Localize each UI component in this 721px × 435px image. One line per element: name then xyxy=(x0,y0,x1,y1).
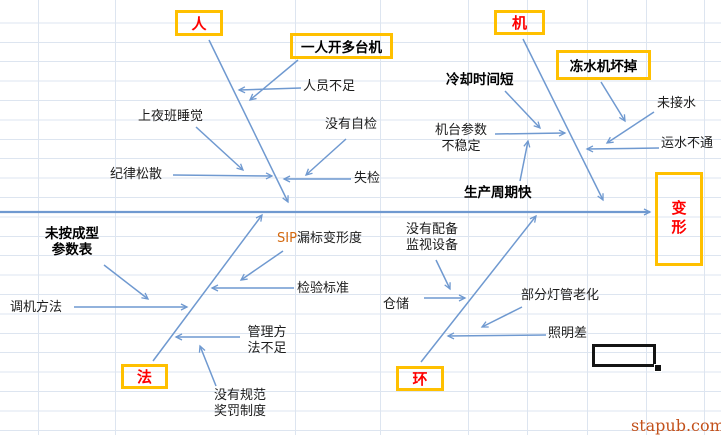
cause-understaffed: 人员不足 xyxy=(303,79,356,94)
cause-sip-mislabel: SIP漏标变形度 xyxy=(277,231,362,247)
gridline-vertical xyxy=(587,0,588,435)
cause-missed-inspection: 失检 xyxy=(354,171,381,186)
cause-no-self-check: 没有自检 xyxy=(325,117,378,132)
cause-not-follow-molding-params: 未按成型 参数表 xyxy=(45,226,99,258)
arrow-unstable-machine-params xyxy=(494,129,567,137)
cause-unstable-machine-params: 机台参数 不稳定 xyxy=(434,123,487,154)
cause-poor-lighting: 照明差 xyxy=(548,326,588,341)
arrow-water-line-blocked xyxy=(585,145,660,153)
gridline-vertical xyxy=(468,0,469,435)
gridline-vertical xyxy=(115,0,116,435)
sip-rest: 漏标变形度 xyxy=(296,231,362,246)
cause-inspection-standard: 检验标准 xyxy=(297,281,350,296)
category-box-person: 人 xyxy=(175,10,223,36)
arrow-one-person-many-machines xyxy=(248,59,299,101)
cause-no-reward-penalty-rules: 没有规范 奖罚制度 xyxy=(213,388,266,419)
arrow-night-shift-sleep xyxy=(195,126,245,171)
category-label-method: 法 xyxy=(136,368,152,386)
category-box-environment: 环 xyxy=(396,366,444,391)
arrow-short-cooling-time xyxy=(504,90,541,130)
cause-no-monitoring-equipment: 没有配备 监视设备 xyxy=(405,222,458,253)
gridline-vertical xyxy=(38,0,39,435)
arrow-not-follow-molding-params xyxy=(103,264,150,300)
gridline-vertical xyxy=(527,0,528,435)
cause-fast-production-cycle: 生产周期快 xyxy=(464,185,532,201)
arrow-poor-lighting xyxy=(446,332,547,340)
gridline-vertical xyxy=(646,0,647,435)
active-cell-selection[interactable] xyxy=(592,344,656,367)
cause-lax-discipline: 纪律松散 xyxy=(110,167,163,182)
effect-label: 变形 xyxy=(669,200,688,238)
cause-water-line-blocked: 运水不通 xyxy=(661,136,714,151)
cause-water-not-connected: 未接水 xyxy=(657,96,697,111)
cause-short-cooling-time: 冷却时间短 xyxy=(446,72,514,88)
boxed-cause-one-person-many-machines: 一人开多台机 xyxy=(290,33,393,59)
gridline-vertical xyxy=(704,0,705,435)
boxed-cause-freezer-broken: 冻水机坏掉 xyxy=(556,50,651,80)
category-box-method: 法 xyxy=(121,364,168,389)
category-box-machine: 机 xyxy=(494,10,545,35)
arrow-no-self-check xyxy=(304,138,347,176)
arrow-no-monitoring-equipment xyxy=(435,259,451,291)
watermark: stapub.com xyxy=(631,416,721,435)
arrow-aging-lamps xyxy=(480,306,523,328)
arrow-no-reward-penalty-rules xyxy=(198,344,217,387)
cause-night-shift-sleep: 上夜班睡觉 xyxy=(138,109,204,124)
arrow-understaffed xyxy=(237,86,302,94)
fill-handle[interactable] xyxy=(654,364,662,372)
cause-aging-lamps: 部分灯管老化 xyxy=(521,288,600,303)
category-label-environment: 环 xyxy=(412,370,428,388)
branch-person xyxy=(208,39,289,204)
cause-warehouse: 仓储 xyxy=(383,297,410,312)
category-label-person: 人 xyxy=(191,14,207,33)
arrow-sip-mislabel xyxy=(239,250,284,281)
sip-prefix: SIP xyxy=(277,231,297,246)
gridline-vertical xyxy=(380,0,381,435)
effect-box: 变形 xyxy=(655,172,703,266)
boxed-cause-label: 一人开多台机 xyxy=(301,40,382,56)
boxed-cause-label: 冻水机坏掉 xyxy=(569,59,638,75)
category-label-machine: 机 xyxy=(511,14,527,32)
gridline-vertical xyxy=(295,0,296,435)
cause-machine-tuning-method: 调机方法 xyxy=(10,300,63,315)
arrow-freezer-broken xyxy=(600,81,626,123)
arrow-lax-discipline xyxy=(172,172,274,180)
cause-insufficient-management: 管理方 法不足 xyxy=(247,325,287,356)
